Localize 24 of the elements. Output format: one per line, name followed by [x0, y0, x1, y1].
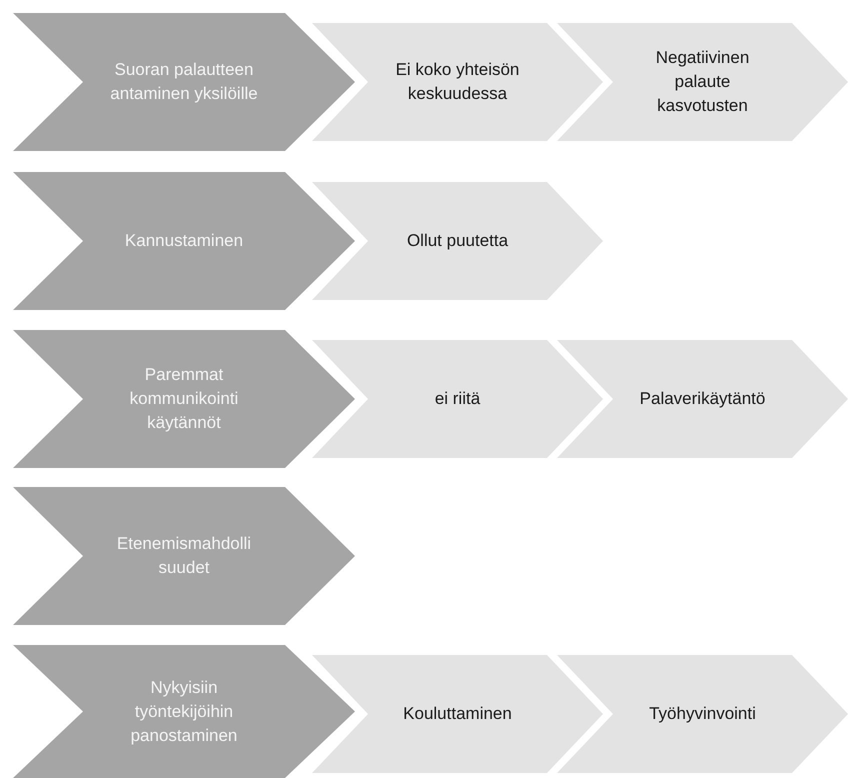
category-step — [13, 487, 355, 625]
category-step — [13, 172, 355, 310]
detail-step — [312, 340, 603, 458]
detail-step — [312, 655, 603, 773]
category-step — [13, 330, 355, 468]
chevron-label: Ei koko yhteisön keskuudessa — [394, 59, 520, 105]
chevron-label: Palaverikäytäntö — [640, 388, 766, 410]
chevron-label: Negatiivinen palaute kasvotusten — [654, 47, 750, 117]
detail-step — [557, 655, 848, 773]
category-step — [13, 13, 355, 151]
chevron-label: Nykyisiin työntekijöihin panostaminen — [130, 676, 238, 746]
chevron-label: Ollut puutetta — [406, 230, 508, 252]
chevron-label: Suoran palautteen antaminen yksilöille — [109, 59, 259, 105]
detail-step — [557, 340, 848, 458]
chevron-label: Etenemismahdolli suudet — [116, 533, 252, 579]
detail-step — [312, 23, 603, 141]
detail-step — [312, 182, 603, 300]
chevron-label: ei riitä — [434, 388, 480, 410]
category-step — [13, 645, 355, 778]
chevron-label: Kannustaminen — [124, 230, 244, 252]
detail-step — [557, 23, 848, 141]
chevron-label: Kouluttaminen — [403, 703, 512, 725]
chevron-label: Työhyvinvointi — [649, 703, 756, 725]
chevron-label: Paremmat kommunikointi käytännöt — [128, 364, 240, 434]
